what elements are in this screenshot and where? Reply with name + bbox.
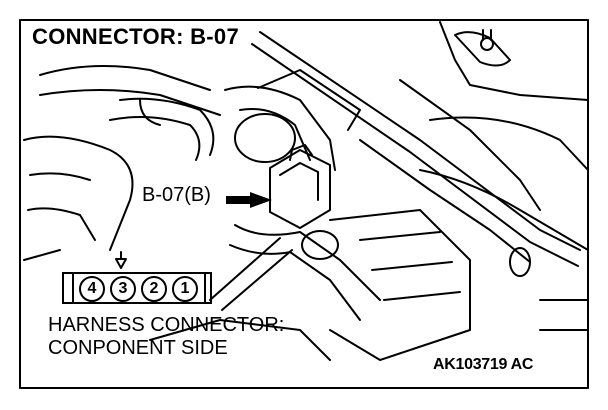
harness-label-line1: HARNESS CONNECTOR: bbox=[48, 314, 285, 336]
pin-index-marker bbox=[115, 258, 127, 269]
pipe-bend bbox=[119, 97, 215, 156]
rod-sleeve-lower bbox=[359, 139, 531, 263]
sensor-tab bbox=[289, 144, 313, 161]
pipe-bend-inner bbox=[109, 115, 201, 161]
engine-block-rib bbox=[29, 172, 91, 181]
connector-pin-3: 3 bbox=[110, 276, 136, 302]
lower-frame-edge bbox=[149, 319, 331, 361]
harness-label-line2: CONPONENT SIDE bbox=[48, 337, 228, 359]
connector-callout-label: B-07(B) bbox=[140, 184, 213, 206]
connector-pin-4: 4 bbox=[79, 276, 105, 302]
sensor-body bbox=[269, 149, 331, 229]
figure-id: AK103719 AC bbox=[433, 356, 534, 373]
engine-block-rib2 bbox=[27, 207, 96, 241]
bolt-shaft bbox=[482, 29, 492, 41]
right-block-top bbox=[429, 116, 589, 171]
page-title: CONNECTOR: B-07 bbox=[30, 25, 244, 50]
engine-block-base bbox=[23, 249, 61, 261]
upper-rod-lower bbox=[251, 43, 579, 267]
connector-pin-2: 2 bbox=[141, 276, 167, 302]
rod-sleeve bbox=[399, 79, 541, 211]
right-block-ribs bbox=[539, 299, 589, 331]
throttle-body-top bbox=[224, 85, 336, 171]
connector-bracket-right bbox=[202, 272, 212, 304]
hose-upper bbox=[39, 65, 211, 91]
pipe-joint bbox=[139, 99, 161, 126]
connector-bracket-left bbox=[62, 272, 72, 304]
sensor-face bbox=[279, 162, 319, 201]
housing-edge bbox=[439, 21, 589, 101]
harness-lower bbox=[229, 244, 361, 321]
harness-clamp bbox=[301, 230, 339, 260]
lower-block-ribs bbox=[359, 231, 461, 301]
callout-arrowhead bbox=[250, 192, 272, 208]
harness-upper bbox=[234, 224, 381, 301]
throttle-body-inner bbox=[239, 108, 311, 161]
hose-upper-lower bbox=[39, 89, 221, 116]
right-block-mid bbox=[419, 169, 589, 251]
lower-block bbox=[329, 209, 471, 361]
throttle-linkage bbox=[257, 69, 361, 131]
top-bracket bbox=[454, 31, 511, 67]
upper-rod bbox=[259, 31, 581, 251]
bolt-head bbox=[480, 37, 494, 51]
callout-arrow-shaft bbox=[226, 196, 252, 204]
connector-pin-1: 1 bbox=[172, 276, 198, 302]
rod-end-cap bbox=[509, 247, 531, 277]
frame-border bbox=[19, 19, 589, 389]
engine-block-outline bbox=[23, 135, 134, 251]
harness-wire-b bbox=[221, 249, 293, 311]
throttle-plate bbox=[234, 113, 296, 163]
harness-wire-a bbox=[209, 237, 281, 301]
